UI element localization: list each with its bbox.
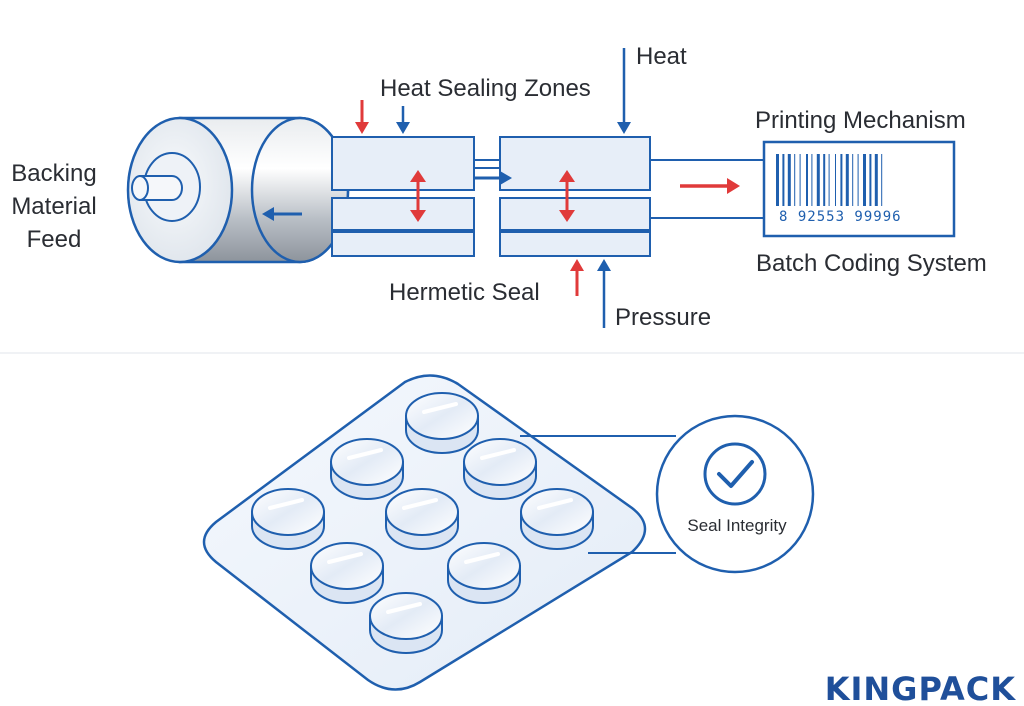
feed-label-line-2: Material <box>11 193 96 220</box>
flow-arrow-between-plates <box>474 171 512 185</box>
blister-tablets <box>251 392 594 654</box>
barcode-bar <box>816 154 820 206</box>
barcode-bar <box>782 154 785 206</box>
barcode-bar <box>874 154 878 206</box>
seal-integrity-label: Seal Integrity <box>687 516 787 535</box>
barcode-bar <box>852 154 854 206</box>
seal-integrity-callout-lines <box>520 435 676 554</box>
heat-input-arrows <box>355 48 631 134</box>
lower-right-plate-top <box>499 197 651 231</box>
heat-sealing-plates <box>331 136 651 257</box>
flow-arrow-to-printer <box>680 178 740 194</box>
heat-sealing-zones-label: Heat Sealing Zones <box>380 75 591 102</box>
lower-right-plate-bottom <box>499 231 651 257</box>
barcode-bar <box>823 154 826 206</box>
barcode-bar <box>787 154 791 206</box>
feed-label-line-3: Feed <box>27 226 82 253</box>
backing-material-roll <box>126 116 350 264</box>
tablet <box>251 488 325 550</box>
tablet <box>385 488 459 550</box>
barcode <box>776 154 883 206</box>
checkmark-circle-icon <box>703 442 767 506</box>
barcode-bar <box>811 154 813 206</box>
feed-label-line-1: Backing <box>11 160 96 187</box>
backing-material-feed-label: Backing Material Feed <box>11 160 96 253</box>
barcode-bar <box>806 154 808 206</box>
upper-right-plate <box>499 136 651 191</box>
barcode-bar <box>828 154 830 206</box>
upper-left-plate <box>331 136 475 191</box>
printing-mechanism-label: Printing Mechanism <box>755 107 966 134</box>
tablet <box>310 542 384 604</box>
barcode-bar <box>857 154 859 206</box>
tablet <box>330 438 404 500</box>
lower-left-plate-bottom <box>331 231 475 257</box>
tablet <box>463 438 537 500</box>
checkmark-icon <box>717 460 754 488</box>
roll-direction-arrow <box>262 207 302 221</box>
hermetic-seal-label: Hermetic Seal <box>389 279 540 306</box>
pressure-label: Pressure <box>615 304 711 331</box>
tablet <box>405 392 479 454</box>
lower-left-plate-top <box>331 197 475 231</box>
barcode-digits: 8 92553 99996 <box>779 209 902 225</box>
tablet <box>447 542 521 604</box>
batch-coding-system-label: Batch Coding System <box>756 250 987 277</box>
barcode-bar <box>794 154 796 206</box>
pressure-input-arrows <box>570 259 611 328</box>
tablet <box>520 488 594 550</box>
tablet <box>369 592 443 654</box>
kingpack-logo: KINGPACK <box>825 670 1017 706</box>
heat-label: Heat <box>636 43 687 70</box>
barcode-bar <box>835 154 836 206</box>
barcode-bar <box>869 154 872 206</box>
web-lines <box>474 159 764 219</box>
seal-pressure-arrows <box>410 170 575 222</box>
barcode-bar <box>799 154 801 206</box>
barcode-bar <box>863 154 866 206</box>
barcode-bar <box>845 154 849 206</box>
barcode-bar <box>881 154 883 206</box>
barcode-bar <box>840 154 843 206</box>
printing-mechanism-box <box>762 140 956 238</box>
barcode-bar <box>776 154 779 206</box>
